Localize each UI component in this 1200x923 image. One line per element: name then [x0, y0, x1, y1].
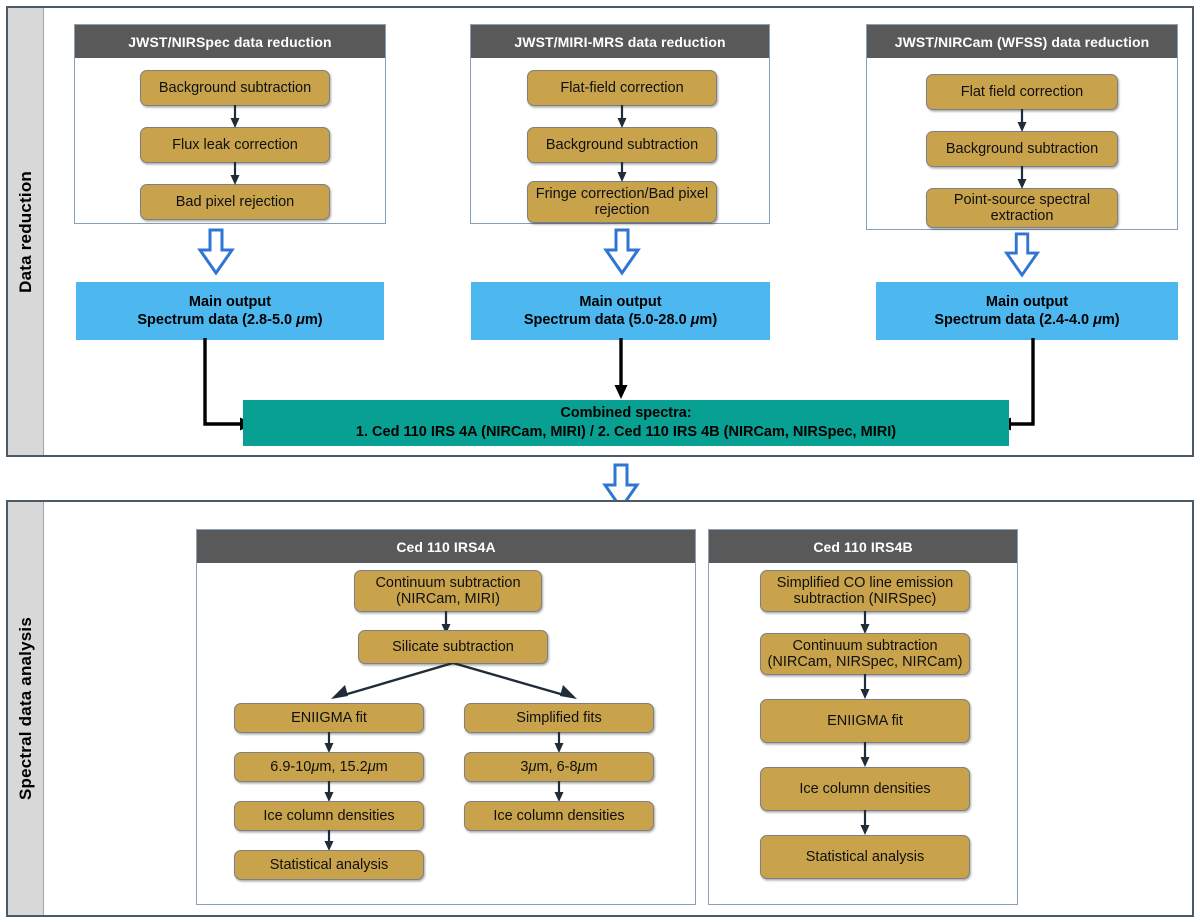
flow-arrow-icon — [554, 732, 564, 753]
proc-b-continuum-subtraction[interactable]: Continuum subtraction (NIRCam, NIRSpec, … — [760, 633, 970, 675]
flow-arrow-icon — [860, 674, 870, 699]
proc-miri-background-subtraction[interactable]: Background subtraction — [527, 127, 717, 163]
proc-a-continuum-subtraction[interactable]: Continuum subtraction (NIRCam, MIRI) — [354, 570, 542, 612]
proc-nircam-background-subtraction[interactable]: Background subtraction — [926, 131, 1118, 167]
mu-symbol: μ — [1093, 312, 1102, 328]
group-header-ced110-irs4a: Ced 110 IRS4A — [197, 530, 695, 563]
flow-arrow-icon — [1017, 109, 1027, 132]
proc-miri-flat-field-correction[interactable]: Flat-field correction — [527, 70, 717, 106]
down-block-arrow-icon — [1003, 232, 1041, 278]
output-miri-spectrum: Main output Spectrum data (5.0-28.0 μm) — [471, 282, 770, 340]
flow-arrow-icon — [324, 732, 334, 753]
group-header-miri-mrs: JWST/MIRI-MRS data reduction — [471, 25, 769, 58]
flow-arrow-icon — [617, 105, 627, 128]
flow-arrow-icon — [331, 663, 577, 699]
down-block-arrow-icon — [603, 228, 641, 276]
proc-a-silicate-subtraction[interactable]: Silicate subtraction — [358, 630, 548, 664]
mu-symbol: μ — [690, 312, 700, 328]
section-label-data-reduction: Data reduction — [8, 8, 44, 455]
down-block-arrow-icon — [602, 463, 640, 511]
proc-a-eniigma-ice-column-densities[interactable]: Ice column densities — [234, 801, 424, 831]
flow-arrow-icon — [230, 162, 240, 185]
output-title: Main output — [579, 293, 662, 310]
group-nirspec: JWST/NIRSpec data reduction — [74, 24, 386, 224]
group-header-nirspec: JWST/NIRSpec data reduction — [75, 25, 385, 58]
output-range: Spectrum data (2.8-5.0 μm) — [137, 312, 323, 328]
combined-detail: 1. Ced 110 IRS 4A (NIRCam, MIRI) / 2. Ce… — [355, 424, 897, 440]
proc-nirspec-bad-pixel-rejection[interactable]: Bad pixel rejection — [140, 184, 330, 220]
mu-symbol: μ — [528, 758, 537, 775]
flow-arrow-icon — [554, 781, 564, 802]
proc-b-ice-column-densities[interactable]: Ice column densities — [760, 767, 970, 811]
section-label-text: Spectral data analysis — [15, 617, 35, 800]
flow-arrow-icon — [860, 611, 870, 634]
combined-spectra-box: Combined spectra: 1. Ced 110 IRS 4A (NIR… — [243, 400, 1009, 446]
proc-miri-fringe-correction[interactable]: Fringe correction/Bad pixel rejection — [527, 181, 717, 223]
mu-symbol: μ — [311, 758, 320, 775]
group-header-nircam-wfss: JWST/NIRCam (WFSS) data reduction — [867, 25, 1177, 58]
flow-arrow-icon — [614, 338, 628, 399]
mu-symbol: μ — [296, 312, 305, 328]
flow-arrow-icon — [1017, 166, 1027, 189]
output-nirspec-spectrum: Main output Spectrum data (2.8-5.0 μm) — [76, 282, 384, 340]
output-nircam-spectrum: Main output Spectrum data (2.4-4.0 μm) — [876, 282, 1178, 340]
mu-symbol: μ — [367, 758, 376, 775]
flow-arrow-icon — [617, 162, 627, 182]
output-title: Main output — [188, 293, 272, 310]
flow-arrow-icon — [441, 611, 451, 634]
mu-symbol: μ — [577, 758, 586, 775]
output-range: Spectrum data (2.4-4.0 μm) — [934, 312, 1120, 328]
section-label-spectral-data-analysis: Spectral data analysis — [8, 502, 44, 915]
proc-a-eniigma-statistical-analysis[interactable]: Statistical analysis — [234, 850, 424, 880]
proc-a-eniigma-fit[interactable]: ENIIGMA fit — [234, 703, 424, 733]
flow-arrow-icon — [324, 781, 334, 802]
output-title: Main output — [985, 293, 1069, 310]
section-label-text: Data reduction — [15, 170, 35, 293]
group-nircam-wfss: JWST/NIRCam (WFSS) data reduction — [866, 24, 1178, 230]
proc-a-simplified-ice-column-densities[interactable]: Ice column densities — [464, 801, 654, 831]
proc-b-statistical-analysis[interactable]: Statistical analysis — [760, 835, 970, 879]
proc-nirspec-flux-leak-correction[interactable]: Flux leak correction — [140, 127, 330, 163]
proc-a-simplified-fits[interactable]: Simplified fits — [464, 703, 654, 733]
group-header-ced110-irs4b: Ced 110 IRS4B — [709, 530, 1017, 563]
proc-nircam-point-source-extraction[interactable]: Point-source spectral extraction — [926, 188, 1118, 228]
flow-arrow-icon — [230, 105, 240, 128]
combined-title: Combined spectra: — [560, 405, 692, 422]
proc-b-co-line-emission-subtraction[interactable]: Simplified CO line emission subtraction … — [760, 570, 970, 612]
proc-b-eniigma-fit[interactable]: ENIIGMA fit — [760, 699, 970, 743]
flow-arrow-icon — [860, 810, 870, 835]
down-block-arrow-icon — [197, 228, 235, 276]
output-range: Spectrum data (5.0-28.0 μm) — [523, 312, 718, 328]
flow-arrow-icon — [860, 742, 870, 767]
proc-nirspec-background-subtraction[interactable]: Background subtraction — [140, 70, 330, 106]
flow-arrow-icon — [324, 830, 334, 851]
proc-nircam-flat-field-correction[interactable]: Flat field correction — [926, 74, 1118, 110]
